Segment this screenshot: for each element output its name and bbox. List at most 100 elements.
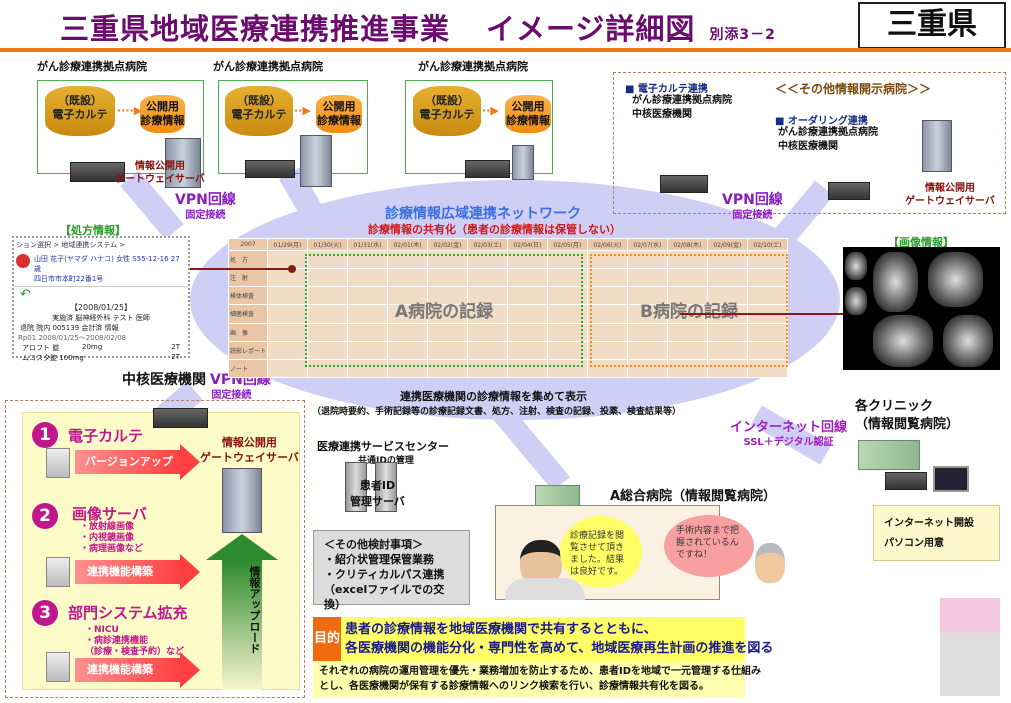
- xray-image: [928, 252, 983, 307]
- imaging-panel: [843, 247, 1000, 370]
- server-icon: [922, 120, 952, 172]
- timeline-date[interactable]: 02/04(日): [506, 238, 548, 251]
- xray-thumbnail[interactable]: [845, 287, 867, 315]
- step-3-bullets: ・NICU・病診連携機能（診療・検査予約）など: [85, 625, 185, 657]
- back-arrow-icon[interactable]: ↶: [20, 287, 31, 302]
- hospital-label: がん診療連携拠点病院: [213, 60, 323, 73]
- patient-row: 山田 花子(ヤマダ ハナコ) 女性 S55-12-16 27歳四日市市本町22番…: [14, 252, 188, 287]
- timeline-cell[interactable]: [267, 268, 308, 288]
- connector-line: [190, 268, 290, 270]
- vpn-label: VPN回線固定接続: [175, 192, 236, 222]
- router-icon: [885, 472, 927, 490]
- step-1-title: 電子カルテ: [68, 427, 144, 445]
- clinic-building-icon: [858, 440, 920, 470]
- integration-arrow: 連携機能構築: [75, 554, 200, 590]
- prescription-heading: 【処方情報】: [60, 224, 126, 237]
- connector-line: [680, 313, 845, 315]
- network-title: 診療情報広域連携ネットワーク: [385, 206, 581, 222]
- other-considerations-box: ＜その他検討事項＞ ・紹介状管理保管業務 ・クリティカルパス連携 （excelフ…: [313, 530, 470, 611]
- xray-image: [873, 315, 933, 367]
- public-data-icon: 公開用診療情報: [140, 95, 185, 133]
- other-hospitals-box: [613, 72, 1006, 214]
- emr-database-icon: （既設）電子カルテ: [413, 86, 481, 136]
- timeline-cell[interactable]: [746, 358, 789, 379]
- timeline-cell[interactable]: [267, 286, 308, 306]
- timeline-cell[interactable]: [267, 304, 308, 324]
- timeline-date[interactable]: 02/03(土): [466, 238, 508, 251]
- doctor-nurse-illustration: [940, 598, 1000, 696]
- timeline-row-label: 細菌検査: [227, 304, 269, 324]
- patient-avatar-icon: [16, 254, 30, 268]
- other-hospitals-title: ＜＜その他情報開示病院＞＞: [775, 82, 932, 96]
- service-center-sub: 共通IDの管理: [358, 456, 414, 466]
- record-b: B病院の記録: [590, 254, 788, 367]
- doctor-illustration: [520, 540, 562, 585]
- router-icon: [70, 162, 125, 182]
- rx-rp: Rp01 2008/01/25～2008/02/08: [18, 334, 127, 342]
- integration-arrow: 連携機能構築: [75, 652, 200, 688]
- patient-info: 山田 花子(ヤマダ ハナコ) 女性 S55-12-16 27歳: [33, 255, 180, 273]
- step-2-title: 画像サーバ: [72, 505, 147, 523]
- breadcrumb: ション選択 > 地域連携システム >: [16, 241, 126, 249]
- clinic-requirements-box: インターネット開設パソコン用意: [873, 505, 1000, 561]
- attachment-label: 別添3－2: [709, 27, 776, 43]
- page-title: 三重県地域医療連携推進事業イメージ詳細図別添3－2: [60, 6, 776, 48]
- timeline-date[interactable]: 02/06(火): [586, 238, 628, 251]
- router-icon: [153, 408, 208, 428]
- timeline-cell[interactable]: [267, 249, 308, 270]
- elder-doctor-illustration: [755, 543, 785, 583]
- timeline-date[interactable]: 02/01(木): [386, 238, 428, 251]
- timeline-row-label: 処 方: [227, 249, 269, 270]
- step-3-title: 部門システム拡充: [68, 604, 188, 622]
- server-icon: [375, 462, 397, 512]
- timeline-year: 2007: [227, 238, 269, 251]
- service-center-title: 医療連携サービスセンター: [317, 440, 449, 453]
- timeline-date[interactable]: 01/30(火): [307, 238, 348, 251]
- timeline-cell[interactable]: [267, 340, 308, 360]
- xray-image: [873, 252, 918, 312]
- timeline-cell[interactable]: [267, 322, 308, 342]
- xray-thumbnail[interactable]: [845, 252, 867, 280]
- vpn-label: VPN回線固定接続: [722, 192, 783, 222]
- router-icon: [660, 175, 708, 193]
- timeline-cell[interactable]: [267, 358, 308, 379]
- timeline-date[interactable]: 02/10(土): [746, 238, 789, 251]
- speech-bubble: 診療記録を閲覧させて頂きました。結果は良好です。: [560, 516, 642, 588]
- timeline-row-label: 注 射: [227, 268, 269, 288]
- collect-detail: （退院時要約、手術記録等の診療記録文書、処方、注射、検査の記録、投薬、検査結果等…: [312, 407, 682, 417]
- timeline-row-label: 読影レポート: [227, 340, 269, 360]
- public-data-icon: 公開用診療情報: [505, 95, 551, 133]
- upload-arrow: 情報アップロード: [206, 534, 278, 690]
- emr-link-items: がん診療連携拠点病院中核医療機関: [632, 95, 732, 120]
- collect-label: 連携医療機関の診療情報を集めて表示: [400, 390, 587, 403]
- timeline-date[interactable]: 02/08(木): [666, 238, 708, 251]
- rx-line: 退院 院内 005139 会計済 情報: [20, 324, 119, 332]
- timeline-date[interactable]: 01/29(月): [267, 238, 308, 251]
- gateway-label: 情報公開用ゲートウェイサーバ: [905, 183, 995, 207]
- timeline-date[interactable]: 01/31(水): [346, 238, 388, 251]
- server-icon: [165, 138, 201, 188]
- timeline-date[interactable]: 02/02(金): [426, 238, 468, 251]
- gateway-label: 情報公開用ゲートウェイサーバ: [115, 161, 205, 185]
- step-3-badge: 3: [32, 600, 58, 626]
- record-a: A病院の記録: [305, 254, 583, 367]
- title-sub: イメージ詳細図: [486, 12, 696, 46]
- xray-image: [943, 315, 993, 367]
- timeline-date[interactable]: 02/09(金): [706, 238, 748, 251]
- timeline-date[interactable]: 02/05(月): [546, 238, 588, 251]
- core-institution-box: [5, 400, 305, 698]
- emr-link-label: ■ 電子カルテ連携: [625, 84, 708, 95]
- purpose-tag: 目的: [313, 617, 341, 661]
- timeline-date[interactable]: 02/07(水): [626, 238, 668, 251]
- rx-date: 【2008/01/25】: [69, 303, 133, 312]
- prescription-panel: ション選択 > 地域連携システム > 山田 花子(ヤマダ ハナコ) 女性 S55…: [12, 236, 190, 362]
- doctor-body: [505, 578, 585, 600]
- server-icon: [300, 135, 332, 187]
- hospital-label: がん診療連携拠点病院: [37, 60, 147, 73]
- step-1-badge: 1: [32, 422, 58, 448]
- hospital-label: がん診療連携拠点病院: [418, 60, 528, 73]
- general-hospital-title: A総合病院（情報閲覧病院）: [610, 489, 777, 504]
- patient-address: 四日市市本町22番1号: [33, 275, 104, 283]
